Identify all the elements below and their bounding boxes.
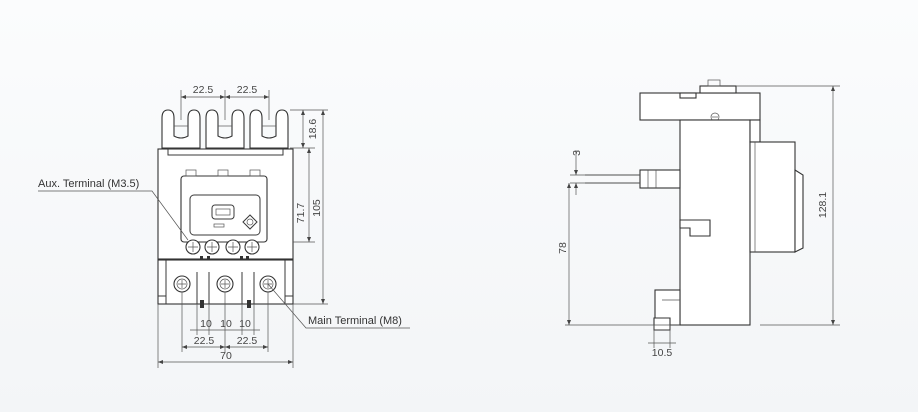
width-dimension: 70: [157, 304, 294, 368]
dim-78-text: 78: [557, 242, 569, 254]
height-105-text: 105: [311, 199, 323, 217]
dim-78: 78: [557, 183, 680, 326]
bottom-pitch-1-text: 22.5: [194, 335, 215, 347]
width-70-text: 70: [220, 350, 232, 362]
dim-128-1-text: 128.1: [817, 192, 829, 218]
dial-panel: [189, 194, 261, 236]
side-dial-housing: [749, 141, 796, 253]
dim-3: 3: [570, 150, 640, 195]
dim-10-5: 10.5: [648, 325, 676, 359]
bottom-pitch-2-text: 22.5: [237, 335, 258, 347]
spacing-10-1-text: 10: [200, 318, 212, 330]
main-terminal-callout: Main Terminal (M8): [267, 283, 410, 329]
dim-3-text: 3: [571, 150, 583, 156]
aux-terminal-callout: Aux. Terminal (M3.5): [38, 178, 189, 241]
top-terminal-lugs: [161, 109, 289, 149]
dim-128-1: 128.1: [736, 85, 840, 326]
side-view: 3 78 128.1 10.5: [557, 79, 840, 359]
dim-10-5-text: 10.5: [652, 347, 673, 359]
front-height-dimensions: 18.6 71.7 105: [290, 109, 328, 305]
spacing-10-3-text: 10: [239, 318, 251, 330]
main-terminal-label: Main Terminal (M8): [308, 315, 402, 327]
top-pitch-2-text: 22.5: [237, 84, 258, 96]
top-pitch-dimension: 22.5 22.5: [180, 84, 270, 120]
top-pitch-1-text: 22.5: [193, 84, 214, 96]
spacing-10-2-text: 10: [220, 318, 232, 330]
bottom-pitch-dimension: 22.5 22.5: [181, 292, 269, 352]
side-top-cap: [639, 92, 761, 121]
reset-button-icon: [242, 214, 258, 230]
front-view: 22.5 22.5 18.6 71.7 105 10 10 10: [38, 84, 410, 368]
aux-terminal-label: Aux. Terminal (M3.5): [38, 178, 139, 190]
height-18-6-text: 18.6: [307, 119, 319, 140]
aux-terminal-screws: [185, 239, 260, 259]
height-71-7-text: 71.7: [295, 203, 307, 224]
bottom-spacing-dimension: 10 10 10: [190, 304, 260, 335]
